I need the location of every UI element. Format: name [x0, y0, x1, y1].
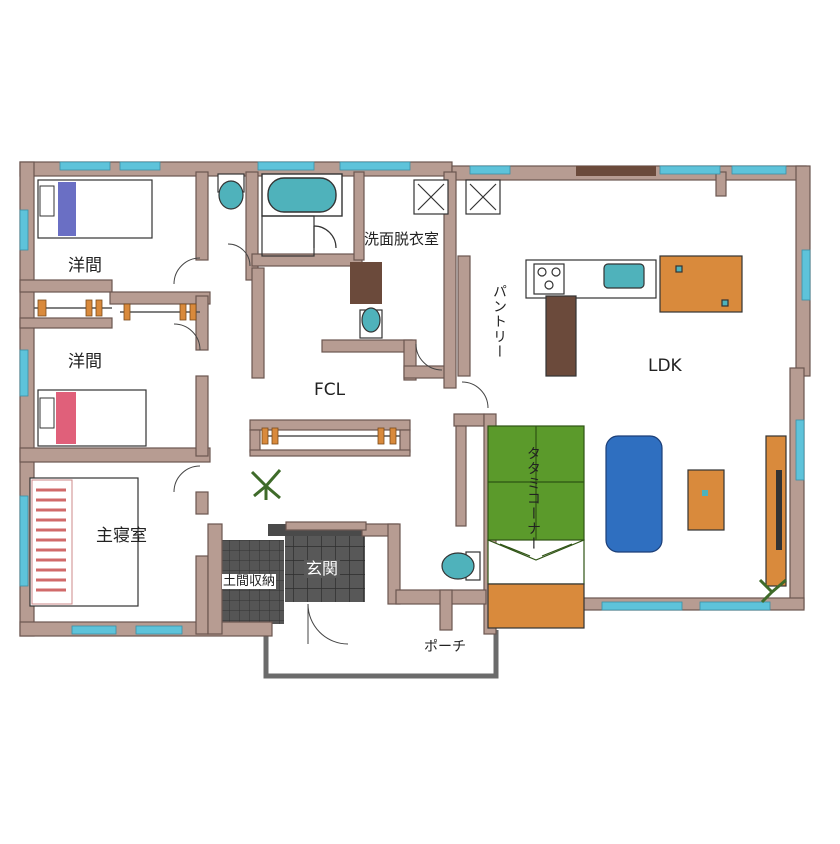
sofa: [605, 435, 663, 553]
bed-master: [29, 477, 139, 607]
plant-icon: [250, 469, 787, 604]
toilet-entrance: [441, 551, 481, 581]
bed-western-1: [37, 179, 153, 239]
tatami-mats: [487, 425, 585, 585]
room-label-doma-storage: 土間収納: [222, 574, 277, 589]
tatami-storage: [487, 583, 585, 629]
bath-washing-area: [261, 215, 337, 257]
windows: [19, 161, 811, 635]
room-label-pantry: パントリー: [491, 284, 507, 359]
porch-outline: [263, 630, 499, 679]
high-window: [576, 166, 656, 176]
tv-board: [765, 435, 787, 587]
room-label-washroom: 洗面脱衣室: [364, 230, 440, 248]
washing-machines: [413, 179, 501, 215]
doors: [173, 243, 489, 645]
room-label-porch: ポーチ: [424, 639, 466, 655]
washroom-shelf: [350, 262, 382, 304]
room-label-western-1: 洋間: [68, 256, 102, 276]
toilet-washroom: [359, 307, 383, 339]
room-label-ldk: LDK: [648, 356, 682, 376]
room-label-entrance: 玄関: [304, 559, 341, 578]
room-label-fcl: FCL: [314, 380, 346, 400]
coffee-table: [687, 469, 725, 531]
room-label-tatami-corner: タタミコーナー: [525, 446, 541, 551]
room-label-western-2: 洋間: [68, 352, 102, 372]
room-label-master-bedroom: 主寝室: [96, 526, 147, 546]
closet-hangers: [37, 299, 397, 445]
dining-table: [659, 255, 743, 313]
bed-western-2: [37, 389, 147, 447]
kitchen-counter: [525, 259, 657, 377]
bathtub: [261, 173, 343, 217]
toilet-top: [217, 173, 245, 210]
